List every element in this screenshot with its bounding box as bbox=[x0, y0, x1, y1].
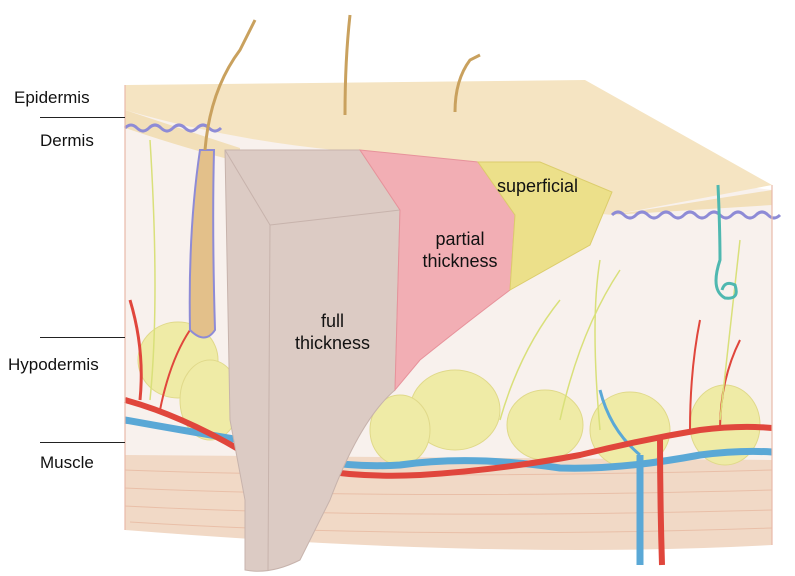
muscle-divider bbox=[40, 442, 125, 443]
full-thickness-label: full thickness bbox=[280, 310, 385, 354]
dermis-label: Dermis bbox=[40, 131, 94, 151]
epidermis-divider bbox=[40, 117, 125, 118]
partial-thickness-label: partial thickness bbox=[420, 228, 500, 272]
muscle-layer bbox=[125, 455, 772, 550]
partial-label-line2: thickness bbox=[420, 250, 500, 272]
superficial-label: superficial bbox=[497, 175, 578, 197]
hypodermis-divider bbox=[40, 337, 125, 338]
muscle-label: Muscle bbox=[40, 453, 94, 473]
full-label-line1: full bbox=[280, 310, 385, 332]
hypodermis-label: Hypodermis bbox=[8, 355, 99, 375]
epidermis-label: Epidermis bbox=[14, 88, 90, 108]
full-label-line2: thickness bbox=[280, 332, 385, 354]
partial-label-line1: partial bbox=[420, 228, 500, 250]
